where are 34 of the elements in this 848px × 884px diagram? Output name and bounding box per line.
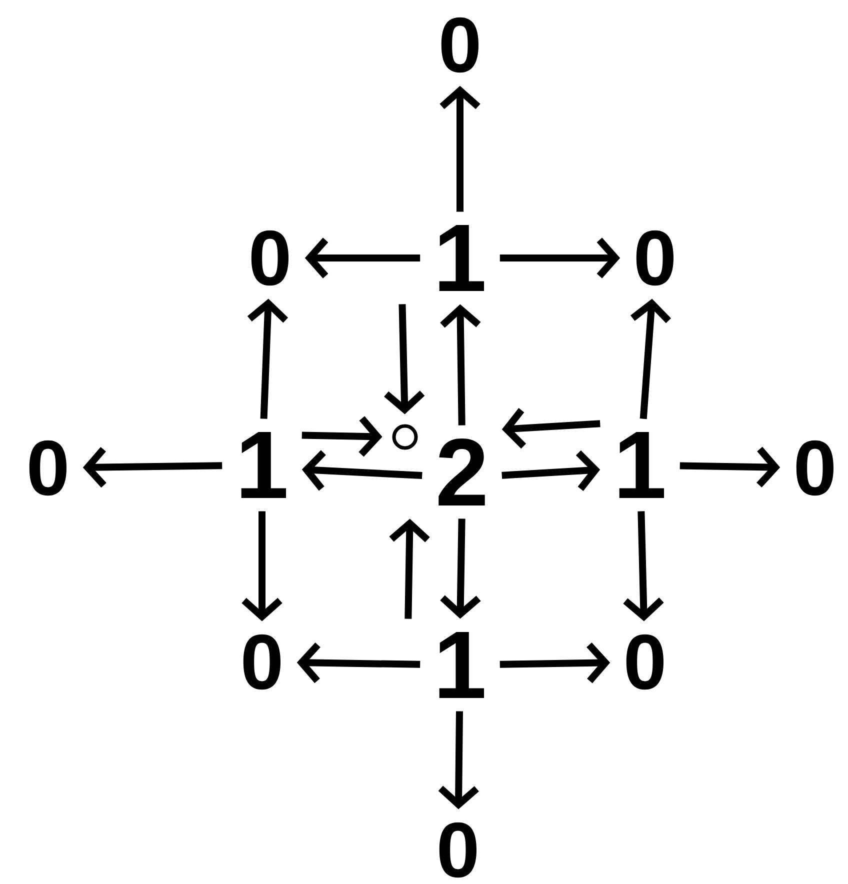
arrow bbox=[440, 518, 481, 619]
number-label: 0 bbox=[441, 17, 478, 73]
arrow bbox=[500, 238, 620, 278]
arrow bbox=[440, 304, 481, 426]
arrow bbox=[502, 450, 600, 491]
arrow bbox=[247, 298, 288, 419]
small-circle bbox=[392, 424, 418, 450]
arrow bbox=[304, 238, 420, 278]
arrow bbox=[296, 642, 420, 684]
number-label: 2 bbox=[438, 438, 485, 506]
number-label: 0 bbox=[29, 440, 66, 496]
arrow bbox=[438, 711, 479, 810]
arrow bbox=[440, 86, 480, 212]
number-label: 0 bbox=[251, 230, 288, 286]
number-label: 0 bbox=[626, 634, 664, 690]
arrow bbox=[623, 511, 664, 622]
number-label: 1 bbox=[439, 632, 484, 698]
number-label: 0 bbox=[243, 634, 280, 690]
number-label: 1 bbox=[241, 432, 286, 498]
arrow bbox=[500, 642, 610, 684]
number-label: 1 bbox=[619, 432, 664, 498]
arrow bbox=[302, 450, 422, 491]
number-label: 1 bbox=[439, 225, 484, 292]
number-label: 0 bbox=[636, 230, 674, 286]
arrow bbox=[630, 298, 672, 420]
arrow bbox=[384, 304, 425, 414]
number-label: 0 bbox=[796, 440, 834, 496]
arrow bbox=[302, 416, 382, 457]
arrow bbox=[82, 446, 222, 488]
arrow bbox=[389, 518, 430, 619]
arrow bbox=[502, 408, 600, 449]
arrow bbox=[242, 511, 282, 622]
number-label: 0 bbox=[439, 822, 476, 878]
arrow bbox=[680, 446, 780, 488]
